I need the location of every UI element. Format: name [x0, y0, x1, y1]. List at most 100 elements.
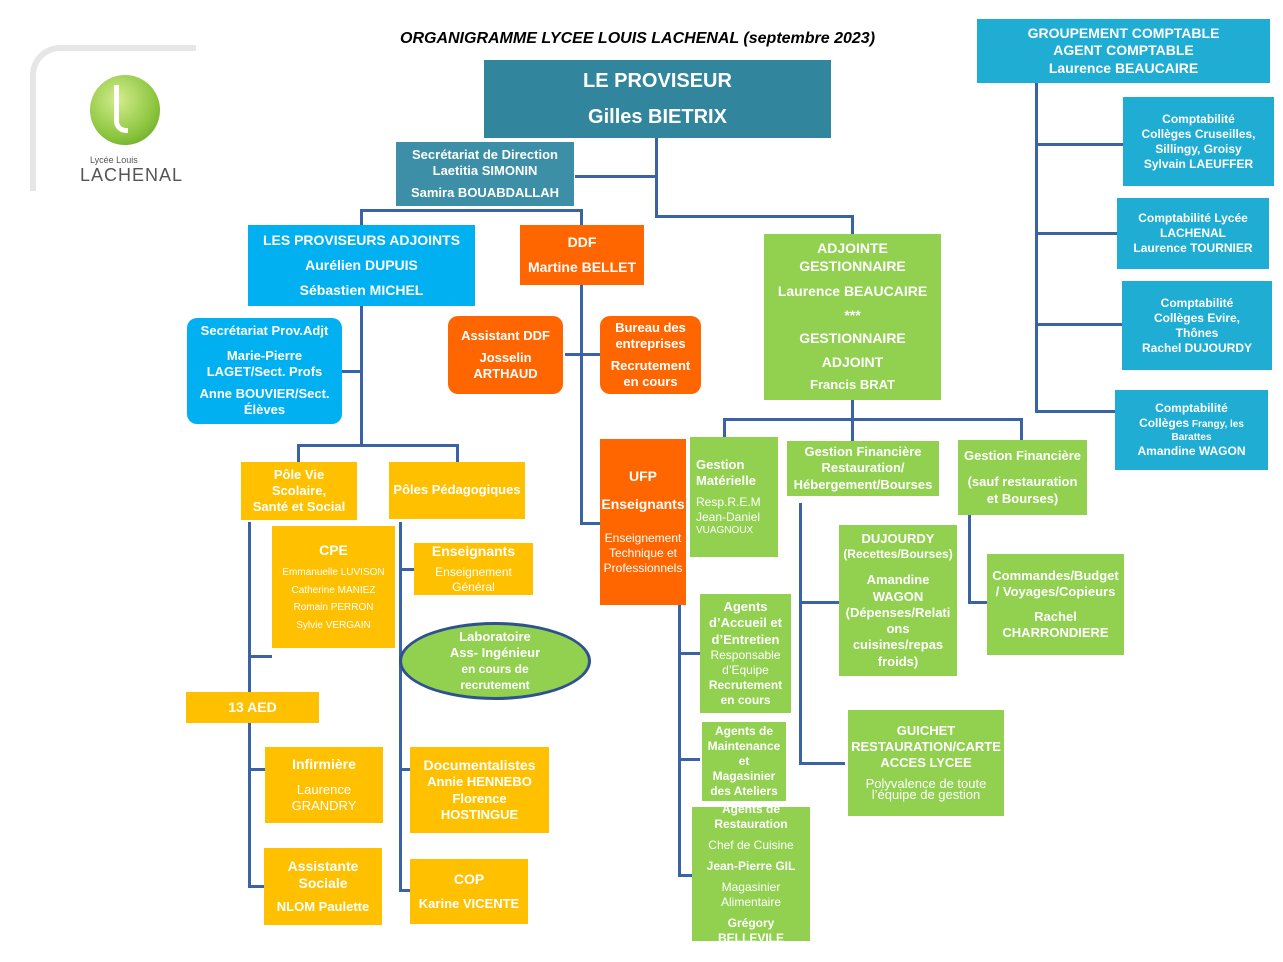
bureau-entreprises-status: Recrutement [610, 358, 691, 373]
connector [1035, 83, 1038, 413]
documentalistes-title: Documentalistes [423, 756, 536, 773]
connector [723, 418, 1023, 421]
chart-title: ORGANIGRAMME LYCEE LOUIS LACHENAL (septe… [400, 30, 876, 47]
comptabilite-colleges: Collèges Cruseilles, [1141, 126, 1256, 141]
proviseur-box: LE PROVISEUR Gilles BIETRIX [484, 60, 831, 138]
gestion-fin-resto-l1: Gestion Financière [804, 444, 922, 460]
gestionnaire-adjoint-l2: ADJOINT [821, 353, 884, 370]
wagon-firstname: Amandine [866, 572, 930, 588]
guichet-desc-2: l’équipe de gestion [871, 786, 981, 802]
assistante-sociale-l1: Assistante [287, 857, 359, 874]
agents-maintenance-l4: des Ateliers [710, 784, 778, 798]
gestion-fin-l1: Gestion Financière [963, 448, 1082, 464]
agents-accueil-l3: d’Entretien [711, 631, 780, 647]
secretariat-prov-adj-name2-cont: Élèves [243, 402, 286, 418]
comptabilite-evire-box: Comptabilité Collèges Evire, Thônes Rach… [1122, 281, 1272, 370]
ddf-name: Martine BELLET [527, 259, 637, 275]
pole-vie-scolaire-box: Pôle Vie Scolaire, Santé et Social [241, 462, 357, 520]
connector [580, 285, 583, 525]
cop-name: Karine VICENTE [418, 896, 520, 912]
gestion-materielle-role: Resp.R.E.M [696, 495, 761, 509]
assistant-ddf-title: Assistant DDF [461, 327, 550, 343]
connector [456, 444, 459, 462]
commandes-firstname: Rachel [1034, 608, 1077, 624]
proviseur-adjoint-name1: Aurélien DUPUIS [305, 256, 418, 273]
ufp-enseignement-l1: Enseignement [604, 531, 682, 545]
chef-cuisine-name: Jean-Pierre GIL [706, 859, 796, 873]
agents-accueil-box: Agents d’Accueil et d’Entretien Responsa… [700, 594, 791, 713]
connector [580, 209, 583, 227]
connector [248, 885, 266, 888]
adjointe-gestionnaire-box: ADJOINTE GESTIONNAIRE Laurence BEAUCAIRE… [764, 234, 941, 400]
comptabilite-cruseilles-box: Comptabilité Collèges Cruseilles, Sillin… [1123, 97, 1274, 186]
guichet-l1: GUICHET [896, 722, 956, 738]
cpe-box: CPE Emmanuelle LUVISON Catherine MANIEZ … [272, 526, 395, 648]
gestion-fin-l3: et Bourses) [986, 490, 1059, 506]
wagon-role-l1: (Dépenses/Relati [845, 604, 951, 620]
comptabilite-frangy-box: Comptabilité Collèges Frangy, les Baratt… [1115, 390, 1268, 470]
assistante-sociale-l2: Sociale [298, 875, 348, 892]
gestionnaire-adjoint-l1: GESTIONNAIRE [799, 330, 906, 347]
connector [799, 601, 839, 604]
cpe-name3: Romain PERRON [293, 602, 374, 614]
assistant-ddf-lastname: ARTHAUD [473, 366, 538, 382]
agents-restauration-l1: Agents de [721, 802, 780, 816]
secretariat-prov-adj-box: Secrétariat Prov.Adjt Marie-Pierre LAGET… [187, 318, 342, 424]
connector [360, 209, 582, 212]
comptabilite-colleges-word: Collèges [1139, 416, 1190, 430]
connector [799, 762, 845, 765]
agents-restauration-l2: Restauration [714, 817, 788, 831]
comptabilite-colleges-2: Thônes [1175, 325, 1219, 340]
documentalistes-name1: Annie HENNEBO [427, 774, 532, 790]
agents-maintenance-l2: Maintenance [707, 739, 781, 753]
cpe-name2: Catherine MANIEZ [291, 584, 376, 596]
lachenal-logo: Lycée Louis LACHENAL [30, 45, 196, 191]
wagon-role-l4: froids) [877, 653, 919, 669]
comptabilite-colleges-2: Sillingy, Groisy [1155, 141, 1242, 156]
comptabilite-colleges: Collèges Evire, [1153, 310, 1241, 325]
documentalistes-name2: Florence HOSTINGUE [440, 790, 519, 822]
agents-accueil-role-1: Responsable [710, 647, 781, 662]
comptabilite-lycee: LACHENAL [1160, 226, 1226, 240]
connector [723, 418, 726, 438]
agents-maintenance-l3: et Magasinier [712, 754, 776, 783]
gestion-fin-l2: (sauf restauration [967, 474, 1078, 490]
comptabilite-name: Laurence TOURNIER [1133, 241, 1253, 255]
agents-accueil-l1: Agents [723, 599, 768, 615]
comptabilite-colleges: Collèges Frangy, les [1139, 416, 1244, 432]
laboratoire-role: Ass- Ingénieur [449, 645, 541, 661]
connector [1035, 232, 1117, 235]
connector [678, 600, 681, 877]
comptabilite-colleges-names: Frangy, les [1189, 419, 1244, 430]
connector [399, 768, 411, 771]
comptabilite-name: Amandine WAGON [1137, 444, 1246, 458]
connector [1035, 323, 1122, 326]
infirmiere-lastname: GRANDRY [291, 797, 357, 813]
connector [851, 215, 854, 235]
dujourdy-name: DUJOURDY [861, 531, 935, 547]
wagon-lastname: WAGON [872, 588, 924, 604]
secretariat-prov-adj-title: Secrétariat Prov.Adjt [200, 323, 329, 339]
ufp-enseignants: Enseignants [601, 495, 685, 512]
ufp-enseignement-l2: Technique et [608, 546, 678, 560]
laboratoire-ellipse: Laboratoire Ass- Ingénieur en cours de r… [399, 622, 591, 700]
commandes-l1: Commandes/Budget [992, 568, 1119, 583]
connector [297, 444, 300, 462]
cop-box: COP Karine VICENTE [410, 859, 528, 924]
connector [678, 758, 700, 761]
recettes-depenses-box: DUJOURDY (Recettes/Bourses) Amandine WAG… [839, 525, 957, 676]
wagon-role-l3: cuisines/repas [852, 637, 944, 653]
secretariat-prov-adj-name1-first: Marie-Pierre [226, 347, 303, 363]
dujourdy-role: (Recettes/Bourses) [843, 547, 953, 562]
assistant-ddf-firstname: Josselin [479, 349, 532, 365]
connector [575, 175, 657, 178]
comptabilite-name: Sylvain LAEUFFER [1143, 156, 1254, 171]
guichet-l2: RESTAURATION/CARTE [851, 739, 1001, 755]
agents-accueil-status-2: en cours [720, 692, 771, 707]
ufp-enseignement-l3: Professionnels [603, 561, 683, 575]
logo-l-letter [114, 85, 128, 133]
connector [968, 515, 971, 603]
bureau-entreprises-box: Bureau des entreprises Recrutement en co… [600, 316, 701, 394]
gestion-materielle-l1: Gestion [696, 456, 745, 472]
ddf-title: DDF [567, 233, 597, 250]
